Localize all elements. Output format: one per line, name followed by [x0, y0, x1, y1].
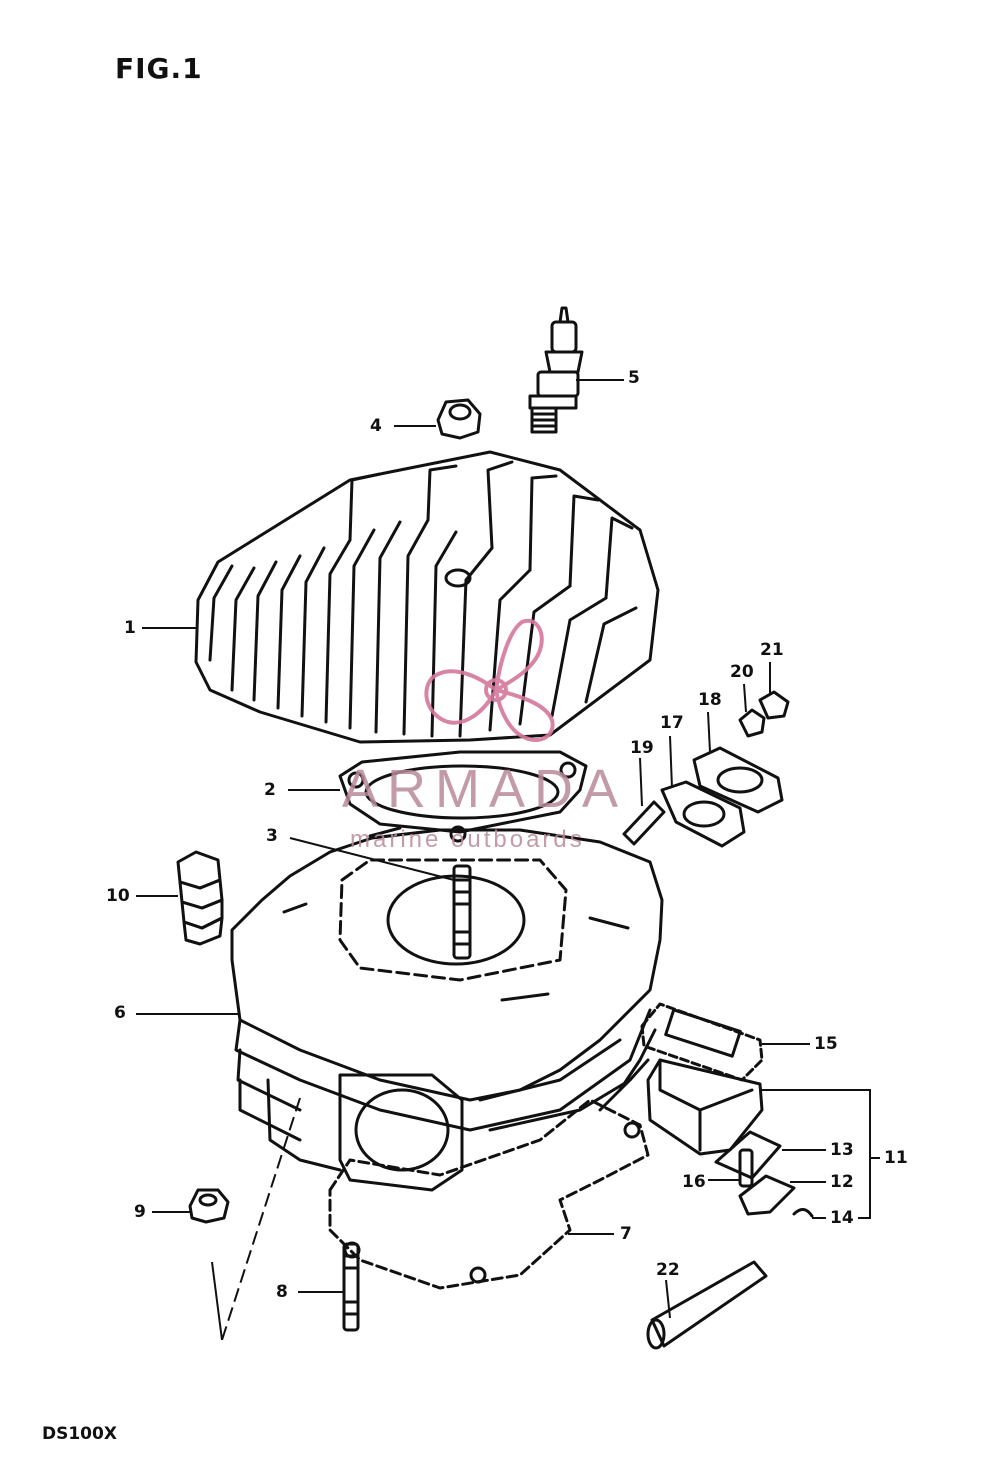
callout-10: 10: [106, 886, 130, 906]
intake-gasket: [660, 780, 746, 848]
damper-rubber: [176, 850, 224, 946]
model-code-label: DS100X: [42, 1424, 117, 1444]
leader-lines: [136, 379, 880, 1341]
callout-15: 15: [814, 1034, 838, 1054]
callout-12: 12: [830, 1172, 854, 1192]
intake-stud: [622, 800, 666, 846]
callout-14: 14: [830, 1208, 854, 1228]
reed-plate-assembly: [714, 1130, 814, 1218]
cylinder-head: [194, 450, 660, 744]
intake-pipe-gasket: [692, 746, 784, 814]
callout-5: 5: [628, 368, 640, 388]
base-gasket: [328, 1098, 650, 1290]
callout-1: 1: [124, 618, 136, 638]
cylinder-head-nut: [436, 398, 482, 440]
breather-hose: [646, 1260, 768, 1350]
watermark-brand-name: ARMADA: [342, 759, 628, 819]
reed-valve-body: [646, 1058, 764, 1156]
cylinder-stud: [342, 1242, 360, 1332]
callout-8: 8: [276, 1282, 288, 1302]
reed-valve-gasket: [640, 1002, 764, 1082]
stud-bolt: [452, 864, 472, 960]
cylinder-nut: [188, 1188, 230, 1224]
callout-19: 19: [630, 738, 654, 758]
callout-2: 2: [264, 780, 276, 800]
callout-7: 7: [620, 1224, 632, 1244]
intake-washer: [758, 690, 790, 720]
callout-22: 22: [656, 1260, 680, 1280]
callout-16: 16: [682, 1172, 706, 1192]
callout-3: 3: [266, 826, 278, 846]
callout-17: 17: [660, 713, 684, 733]
spark-plug: [528, 306, 584, 434]
callout-20: 20: [730, 662, 754, 682]
watermark-tagline: marine outboards: [350, 826, 585, 853]
watermark-logo-icon: [424, 618, 555, 742]
cylinder: [230, 826, 664, 1192]
head-gasket: [338, 750, 588, 843]
callout-9: 9: [134, 1202, 146, 1222]
callout-11: 11: [884, 1148, 908, 1168]
callout-21: 21: [760, 640, 784, 660]
callout-13: 13: [830, 1140, 854, 1160]
callout-6: 6: [114, 1003, 126, 1023]
callout-18: 18: [698, 690, 722, 710]
figure-title: FIG.1: [115, 52, 203, 85]
intake-nut: [738, 708, 766, 738]
callout-4: 4: [370, 416, 382, 436]
